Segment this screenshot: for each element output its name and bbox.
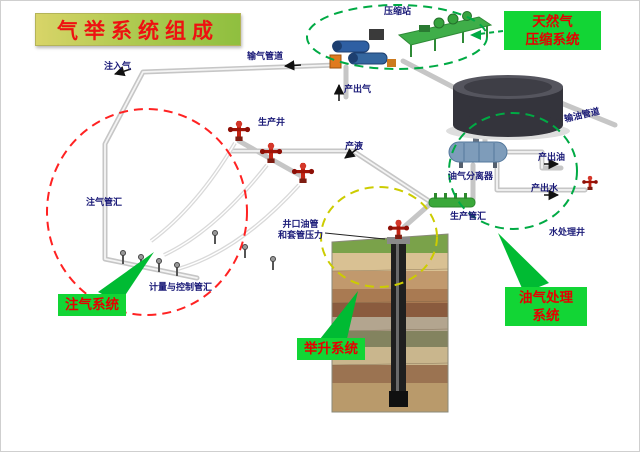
central-well-tie-pipe xyxy=(401,202,432,230)
metering-gauges xyxy=(120,230,276,276)
injection-system-ellipse xyxy=(46,108,248,316)
compressor-units xyxy=(329,29,396,69)
label-compression-system: 天然气 压缩系统 xyxy=(504,11,601,51)
processing-system-ellipse xyxy=(448,112,578,230)
injection-hose-highlights xyxy=(150,142,300,270)
label-processing-system: 油气处理 系统 xyxy=(505,287,587,327)
callout-arrows xyxy=(98,233,549,343)
label-production-well: 生产井 xyxy=(258,117,286,127)
label-produced-liquid: 产液 xyxy=(345,141,364,151)
compression-pointer xyxy=(470,30,504,40)
label-separator: 油气分离器 xyxy=(448,171,494,181)
label-injection-gas: 注入气 xyxy=(104,61,132,71)
oil-pipeline-pipe xyxy=(558,100,618,128)
lifting-arrow xyxy=(320,291,358,343)
label-produced-oil: 产出油 xyxy=(538,152,566,162)
system-ellipses xyxy=(46,4,578,316)
label-production-manifold: 生产管汇 xyxy=(450,211,487,221)
injection-gas-arrow xyxy=(113,66,132,77)
page-title: 气举系统组成 xyxy=(35,13,241,46)
processing-arrow xyxy=(498,233,549,293)
label-lifting-system: 举升系统 xyxy=(297,338,365,360)
flow-arrows xyxy=(113,60,560,201)
label-injection-manifold: 注气管汇 xyxy=(86,197,123,207)
label-injection-system: 注气系统 xyxy=(58,294,126,316)
compressor-tank-pipe xyxy=(400,58,456,90)
label-compressor-station: 压缩站 xyxy=(384,6,412,16)
label-produced-water: 产出水 xyxy=(531,183,559,193)
label-produced-gas: 产出气 xyxy=(344,84,372,94)
label-gas-pipeline: 输气管道 xyxy=(247,51,284,61)
compression-system-ellipse xyxy=(306,4,488,70)
label-metering-manifold: 计量与控制管汇 xyxy=(149,282,213,292)
storage-tank xyxy=(446,75,570,140)
production-manifold xyxy=(428,193,476,208)
produced-liquid-arrow xyxy=(344,148,358,159)
gas-pipeline-arrow xyxy=(283,60,302,71)
oil-gas-separator xyxy=(448,135,508,168)
label-water-well: 水处理井 xyxy=(549,227,586,237)
label-wellhead-pressure: 井口油管 和套管压力 xyxy=(278,219,324,240)
injection-arrow xyxy=(98,252,154,303)
lifting-system-ellipse xyxy=(320,186,438,288)
production-collection-pipe xyxy=(228,148,432,204)
wellhead-pressure-pointer xyxy=(324,232,386,240)
